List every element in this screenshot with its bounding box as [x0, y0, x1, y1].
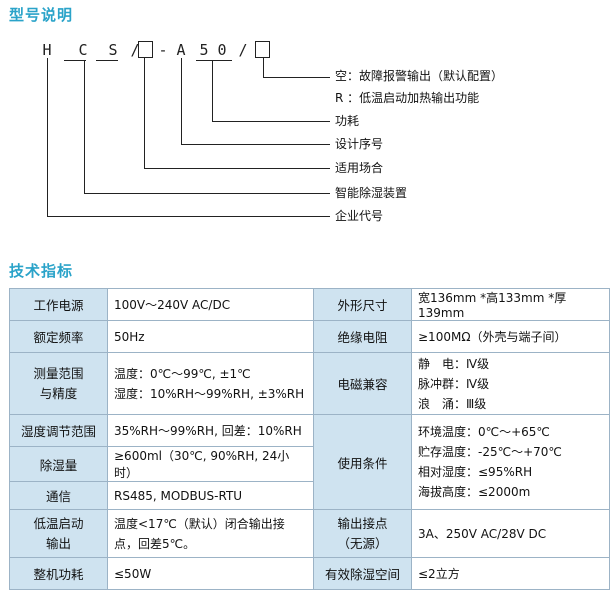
label-communication: 通信: [9, 481, 108, 510]
table-row: 湿度调节范围 35%RH～99%RH, 回差：10%RH 使用条件 环境温度：0…: [9, 414, 610, 510]
label-line: 与精度: [39, 385, 78, 401]
leader-h-5: [84, 193, 330, 194]
label-line: （无源）: [337, 535, 388, 551]
value-line: 温度<17℃（默认）闭合输出接: [114, 516, 285, 531]
value-line: 环境温度：0℃～+65℃: [418, 425, 550, 439]
model-section-title: 型号说明: [9, 6, 74, 24]
value-low-temp-start: 温度<17℃（默认）闭合输出接 点，回差5℃。: [107, 509, 314, 558]
table-row: 工作电源 100V～240V AC/DC 外形尺寸 宽136mm *高133mm…: [9, 288, 610, 321]
label-conditions: 使用条件: [313, 414, 412, 510]
value-insulation: ≥100MΩ（外壳与端子间）: [411, 320, 610, 353]
value-dehumidify-volume: ≥600ml（30℃, 90%RH, 24小时）: [107, 446, 314, 482]
desc-application: 适用场合: [335, 161, 384, 175]
code-char-slash-1: /: [130, 41, 140, 59]
leader-h-4: [144, 168, 330, 169]
value-emc: 静 电：Ⅳ级 脉冲群：Ⅳ级 浪 涌：Ⅲ级: [411, 352, 610, 415]
desc-alarm-output: 空：故障报警输出（默认配置）: [335, 69, 504, 83]
leader-v-2: [212, 61, 213, 121]
label-frequency: 额定频率: [9, 320, 108, 353]
desc-power: 功耗: [335, 114, 360, 128]
table-row: 测量范围 与精度 温度：0℃～99℃, ±1℃ 湿度：10%RH～99%RH, …: [9, 352, 610, 415]
value-conditions: 环境温度：0℃～+65℃ 贮存温度：-25℃～+70℃ 相对湿度：≤95%RH …: [411, 414, 610, 510]
value-line: 相对湿度：≤95%RH: [418, 465, 533, 479]
table-row: 整机功耗 ≤50W 有效除湿空间 ≤2立方: [9, 557, 610, 590]
value-humidity-range: 35%RH～99%RH, 回差：10%RH: [107, 414, 314, 447]
spec-table: 工作电源 100V～240V AC/DC 外形尺寸 宽136mm *高133mm…: [9, 288, 610, 590]
label-dehumidify-volume: 除湿量: [9, 446, 108, 482]
code-char-h: H: [42, 41, 52, 59]
leader-h-6: [47, 216, 330, 217]
label-effective-space: 有效除湿空间: [313, 557, 412, 590]
value-effective-space: ≤2立方: [411, 557, 610, 590]
desc-company-code: 企业代号: [335, 209, 384, 223]
label-line: 输出接点: [337, 515, 388, 531]
value-total-power: ≤50W: [107, 557, 314, 590]
value-measure-range: 温度：0℃～99℃, ±1℃ 湿度：10%RH～99%RH, ±3%RH: [107, 352, 314, 415]
underline-50: [196, 60, 232, 61]
value-power-supply: 100V～240V AC/DC: [107, 288, 314, 321]
value-line: 湿度：10%RH～99%RH, ±3%RH: [114, 386, 305, 401]
value-line: 脉冲群：Ⅳ级: [418, 376, 490, 391]
value-line: 静 电：Ⅳ级: [418, 356, 490, 371]
code-char-0: 0: [217, 41, 227, 59]
leader-h-3: [181, 144, 330, 145]
label-output-contact: 输出接点 （无源）: [313, 509, 412, 558]
label-measure-range: 测量范围 与精度: [9, 352, 108, 415]
label-line: 输出: [45, 535, 71, 551]
value-line: 海拔高度：≤2000m: [418, 485, 531, 499]
value-output-contact: 3A、250V AC/28V DC: [411, 509, 610, 558]
code-char-c: C: [78, 41, 88, 59]
leader-v-1: [263, 58, 264, 77]
table-row: 低温启动 输出 温度<17℃（默认）闭合输出接 点，回差5℃。 输出接点 （无源…: [9, 509, 610, 558]
desc-design-serial: 设计序号: [335, 137, 384, 151]
table-row: 除湿量 ≥600ml（30℃, 90%RH, 24小时）: [9, 446, 610, 482]
code-char-5: 5: [199, 41, 209, 59]
label-dimensions: 外形尺寸: [313, 288, 412, 321]
spec-section-title: 技术指标: [9, 262, 74, 280]
value-line: 浪 涌：Ⅲ级: [418, 396, 487, 411]
label-humidity-range: 湿度调节范围: [9, 414, 108, 447]
code-placeholder-box-2: [255, 41, 270, 58]
value-line: 温度：0℃～99℃, ±1℃: [114, 366, 251, 381]
code-char-s: S: [108, 41, 118, 59]
leader-v-3: [181, 58, 182, 144]
value-dimensions: 宽136mm *高133mm *厚139mm: [411, 288, 610, 321]
desc-device: 智能除湿装置: [335, 186, 408, 200]
value-communication: RS485, MODBUS-RTU: [107, 481, 314, 510]
label-low-temp-start: 低温启动 输出: [9, 509, 108, 558]
leader-v-4: [144, 58, 145, 168]
value-line: 点，回差5℃。: [114, 536, 196, 551]
leader-h-1: [263, 77, 330, 78]
label-insulation: 绝缘电阻: [313, 320, 412, 353]
leader-h-2: [212, 121, 330, 122]
value-frequency: 50Hz: [107, 320, 314, 353]
label-emc: 电磁兼容: [313, 352, 412, 415]
label-line: 测量范围: [33, 365, 84, 381]
underline-s: [96, 60, 118, 61]
table-row: 额定频率 50Hz 绝缘电阻 ≥100MΩ（外壳与端子间）: [9, 320, 610, 353]
code-placeholder-box-1: [138, 41, 153, 58]
table-row: 通信 RS485, MODBUS-RTU: [9, 481, 610, 510]
label-power-supply: 工作电源: [9, 288, 108, 321]
label-total-power: 整机功耗: [9, 557, 108, 590]
label-line: 低温启动: [33, 515, 84, 531]
leader-v-6: [47, 58, 48, 216]
code-char-slash-2: /: [238, 41, 248, 59]
code-char-dash: -: [158, 41, 168, 59]
value-line: 贮存温度：-25℃～+70℃: [418, 445, 562, 459]
desc-heating-output: R ：低温启动加热输出功能: [335, 91, 480, 105]
leader-v-5: [84, 61, 85, 193]
underline-c: [64, 60, 86, 61]
code-char-a: A: [176, 41, 186, 59]
